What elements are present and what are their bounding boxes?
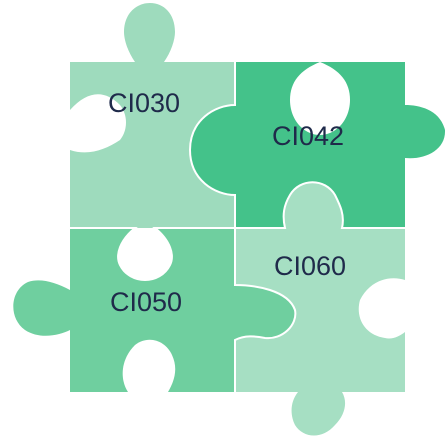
puzzle-piece-label-bottom-right: CI060: [274, 251, 346, 281]
puzzle-piece-label-top-left: CI030: [108, 88, 180, 118]
puzzle-piece-label-bottom-left: CI050: [110, 287, 182, 317]
puzzle-piece-label-top-right: CI042: [272, 121, 344, 151]
